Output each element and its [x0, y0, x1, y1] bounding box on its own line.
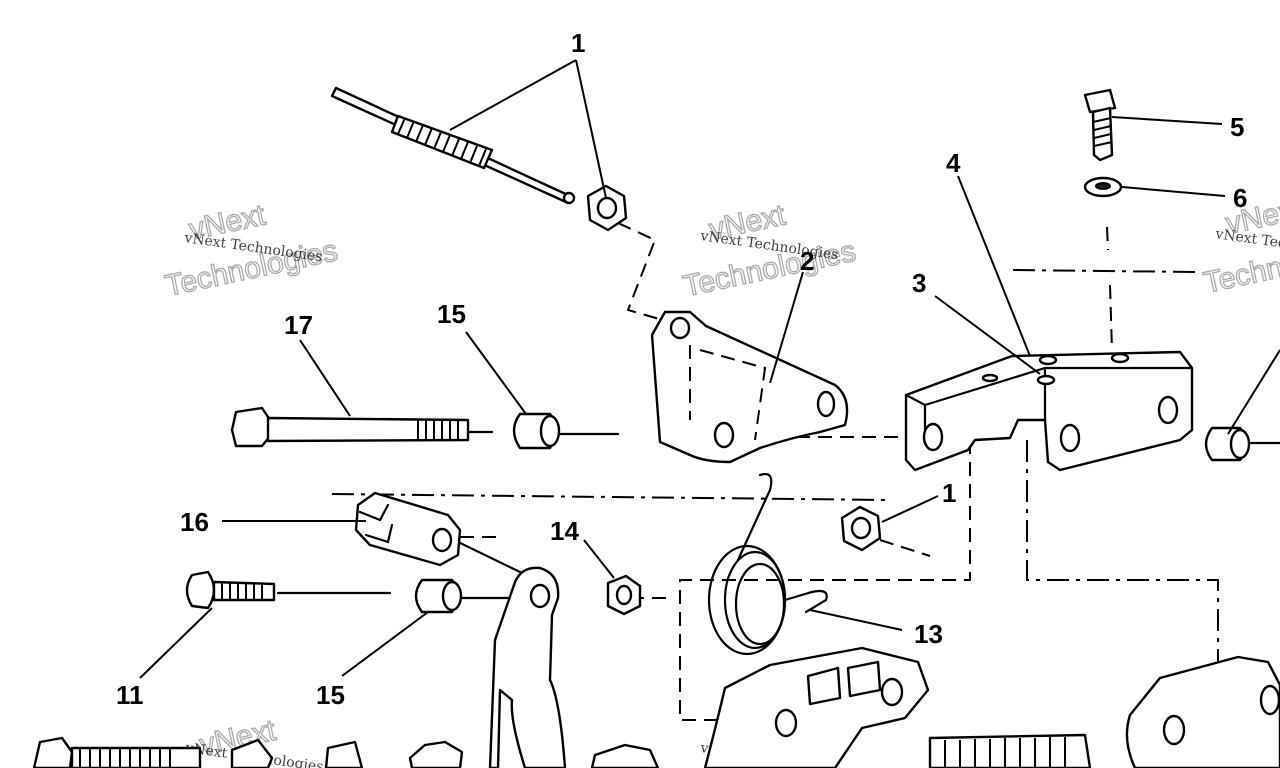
nut-14: [606, 574, 642, 616]
gear-plate: [928, 733, 1092, 768]
leader-lines: [139, 59, 1280, 679]
callout-4: 4: [946, 148, 961, 178]
torsion-spring: [707, 472, 828, 656]
callout-17: 17: [284, 310, 313, 340]
lever-arm: [488, 566, 567, 768]
callout-14: 14: [550, 516, 579, 546]
callout-2: 2: [800, 246, 814, 276]
callout-5: 5: [1230, 112, 1244, 142]
u-bracket: [904, 350, 1194, 472]
lock-nut-upper: [586, 184, 628, 232]
callout-16: 16: [180, 507, 209, 537]
hex-bolt-5: [1083, 88, 1117, 162]
callout-6: 6: [1233, 183, 1247, 213]
callout-13: 13: [914, 619, 943, 649]
spacer-upper: [512, 412, 561, 450]
lock-nut-lower: [840, 505, 882, 552]
spacer-right: [1204, 426, 1251, 462]
callout-15-lower: 15: [316, 680, 345, 710]
callout-15-upper: 15: [437, 299, 466, 329]
spacer-lower: [414, 578, 463, 614]
lock-washer-6: [1083, 176, 1123, 198]
lower-left-parts: [32, 736, 660, 768]
callout-1: 1: [571, 28, 585, 58]
lower-bracket-right: [1125, 655, 1280, 768]
callout-11: 11: [116, 680, 144, 710]
callout-1-lower: 1: [942, 478, 956, 508]
lower-bracket-center: [703, 646, 930, 768]
center-lines: [276, 222, 1280, 726]
mounting-plate: [650, 310, 849, 464]
rod-with-spring: [330, 86, 576, 205]
screw-11: [185, 570, 276, 610]
swivel-block-16: [354, 491, 462, 567]
callout-3: 3: [912, 268, 926, 298]
callout-numbers: 1 2 3 4 5 6 1 17 15 16 14 13 11 15: [116, 28, 1247, 710]
long-bolt-17: [230, 406, 470, 448]
